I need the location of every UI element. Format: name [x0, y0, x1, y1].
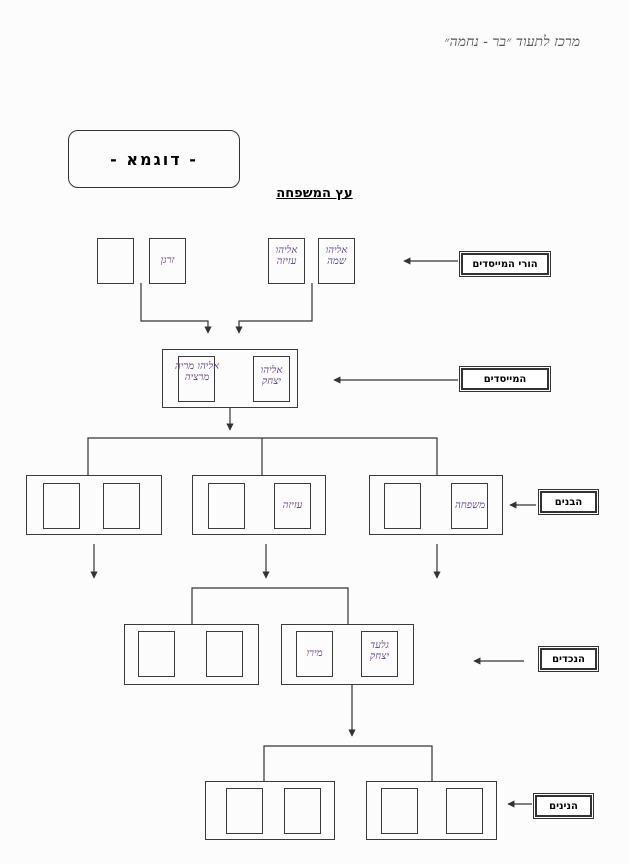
child-frame: [369, 475, 503, 535]
photo-slot: [381, 788, 418, 834]
photo-slot: אליהו יצחק: [253, 356, 290, 402]
handwritten-name: משפחה: [454, 500, 486, 511]
photo-slot: [206, 631, 243, 677]
handwritten-name: מירו: [306, 648, 323, 659]
photo-slot: [43, 483, 80, 529]
label-children: הבנים: [538, 489, 599, 515]
founders-frame: [162, 349, 298, 408]
handwritten-name: גלעד יצחק: [369, 640, 390, 662]
photo-slot: [103, 483, 140, 529]
photo-slot: גלעד יצחק: [361, 631, 398, 677]
great-grandchild-frame: [205, 781, 335, 840]
photo-slot: אליהו שמה: [318, 238, 355, 284]
header-note: מרכז לתעוד ״בר - נחמה״: [444, 34, 580, 50]
photo-slot: אליהו עזיזה: [268, 238, 305, 284]
example-badge: - דוגמא -: [68, 130, 240, 188]
child-frame: [26, 475, 162, 535]
handwritten-name: אליהו יצחק: [260, 365, 283, 387]
handwritten-name: אליהו שמה: [325, 245, 348, 267]
handwritten-name: אליהו מריה מרציה: [174, 361, 220, 383]
photo-slot: משפחה: [451, 483, 488, 529]
photo-slot: [97, 238, 134, 284]
photo-slot: אליהו מריה מרציה: [175, 356, 219, 402]
photo-slot: [284, 788, 321, 834]
child-frame: [192, 475, 326, 535]
handwritten-name: אליהו עזיזה: [275, 245, 298, 267]
label-founders-parents: הורי המייסדים: [459, 251, 551, 277]
photo-slot: [384, 483, 421, 529]
label-founders: המייסדים: [459, 366, 551, 392]
photo-slot: [446, 788, 483, 834]
photo-slot: עזיזה: [274, 483, 311, 529]
label-grandchildren: הנכדים: [538, 646, 599, 672]
photo-slot: [138, 631, 175, 677]
photo-slot: [208, 483, 245, 529]
grandchild-frame: [281, 624, 414, 685]
great-grandchild-frame: [366, 781, 497, 840]
photo-slot: מירו: [296, 631, 333, 677]
photo-slot: זרגן: [149, 238, 186, 284]
handwritten-name: זרגן: [160, 255, 175, 266]
grandchild-frame: [124, 624, 259, 685]
label-great-grandchildren: הנינים: [533, 793, 594, 819]
photo-slot: [226, 788, 263, 834]
handwritten-name: עזיזה: [282, 500, 303, 511]
diagram-title: עץ המשפחה: [276, 186, 353, 201]
